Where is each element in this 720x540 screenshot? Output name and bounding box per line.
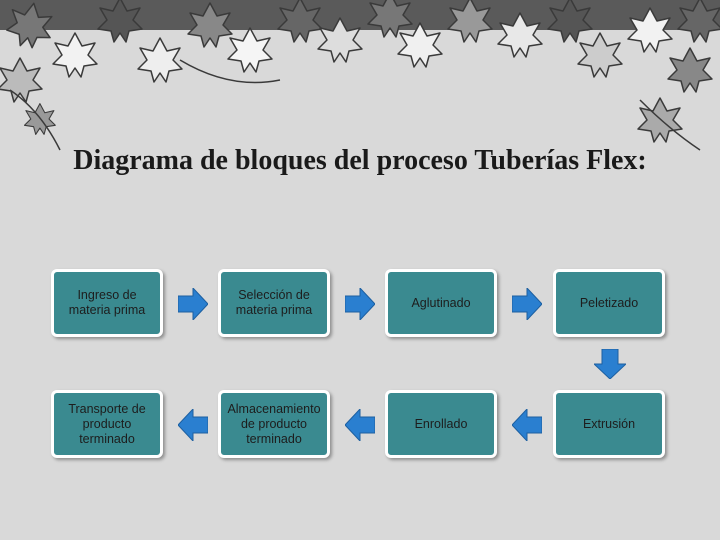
block-aglutinado: Aglutinado — [385, 269, 497, 337]
block-ingreso: Ingreso de materia prima — [51, 269, 163, 337]
arrow-right-icon — [345, 288, 375, 320]
block-almacenamiento: Almacenamiento de producto terminado — [218, 390, 330, 458]
ivy-decoration — [0, 0, 720, 151]
arrow-left-icon — [512, 409, 542, 441]
arrow-left-icon — [345, 409, 375, 441]
arrow-right-icon — [178, 288, 208, 320]
arrow-down-icon — [594, 349, 626, 379]
arrow-left-icon — [178, 409, 208, 441]
diagram-title: Diagrama de bloques del proceso Tuberías… — [73, 145, 647, 176]
block-transporte: Transporte de producto terminado — [51, 390, 163, 458]
arrow-right-icon — [512, 288, 542, 320]
block-extrusion: Extrusión — [553, 390, 665, 458]
block-seleccion: Selección de materia prima — [218, 269, 330, 337]
block-enrollado: Enrollado — [385, 390, 497, 458]
block-peletizado: Peletizado — [553, 269, 665, 337]
